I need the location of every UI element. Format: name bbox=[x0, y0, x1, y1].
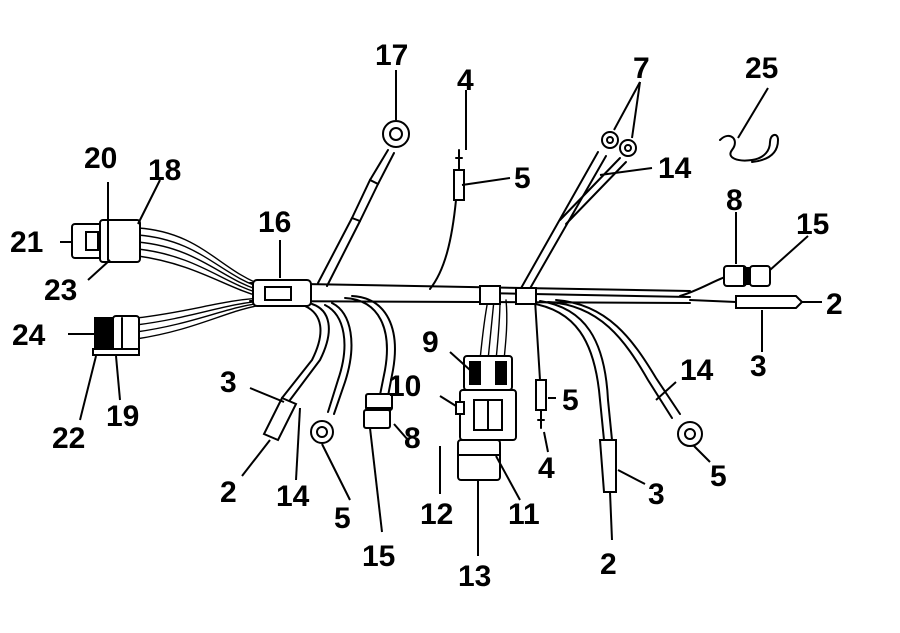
callout-2-left: 2 bbox=[220, 476, 237, 509]
connector-upper-left bbox=[71, 219, 141, 263]
callout-9: 9 bbox=[422, 326, 439, 359]
callout-4-lower: 4 bbox=[538, 452, 555, 485]
callout-10: 10 bbox=[388, 370, 421, 403]
callout-16: 16 bbox=[258, 206, 291, 239]
callout-5-right: 5 bbox=[710, 460, 727, 493]
junction-block bbox=[252, 279, 312, 307]
plug-connector-lower bbox=[344, 295, 396, 429]
callout-14-lower: 14 bbox=[276, 480, 310, 513]
callout-22: 22 bbox=[52, 422, 85, 455]
dual-ring-terminals bbox=[519, 131, 637, 293]
callout-18: 18 bbox=[148, 154, 181, 187]
callout-15-right: 15 bbox=[796, 208, 829, 241]
left-connector-wires bbox=[135, 227, 263, 340]
callout-4-top: 4 bbox=[457, 64, 474, 97]
callout-13: 13 bbox=[458, 560, 491, 593]
callout-5-mid: 5 bbox=[562, 384, 579, 417]
callout-5-lower: 5 bbox=[334, 502, 351, 535]
sleeve-terminal-left bbox=[262, 303, 330, 442]
callout-2-right: 2 bbox=[826, 288, 843, 321]
callout-3-left: 3 bbox=[220, 366, 237, 399]
callout-11: 11 bbox=[508, 498, 540, 531]
clip-part bbox=[719, 134, 779, 163]
callout-labels: 17 4 5 7 25 14 20 18 16 8 15 21 23 2 24 … bbox=[10, 39, 843, 593]
callout-21: 21 bbox=[10, 226, 43, 259]
callout-12: 12 bbox=[420, 498, 453, 531]
callout-14-top: 14 bbox=[658, 152, 692, 185]
ring-terminal-lower-right bbox=[547, 299, 703, 447]
connector-lower-left bbox=[92, 315, 140, 356]
callout-20: 20 bbox=[84, 142, 117, 175]
callout-14-right: 14 bbox=[680, 354, 714, 387]
ring-terminal-upper bbox=[317, 120, 410, 287]
ring-terminal-lower-left bbox=[310, 302, 353, 444]
callout-3-lower: 3 bbox=[648, 478, 665, 511]
right-plug-connector bbox=[679, 265, 804, 309]
callout-24: 24 bbox=[12, 319, 46, 352]
callout-17: 17 bbox=[375, 39, 408, 72]
callout-8-right: 8 bbox=[726, 184, 743, 217]
callout-8-lower: 8 bbox=[404, 422, 421, 455]
callout-2-bottom: 2 bbox=[600, 548, 617, 581]
center-connector-assembly bbox=[455, 299, 517, 481]
main-harness-trunk bbox=[249, 282, 691, 304]
sleeve-terminal-lower bbox=[529, 300, 617, 493]
callout-3-right: 3 bbox=[750, 350, 767, 383]
callout-23: 23 bbox=[44, 274, 77, 307]
trunk-band-center bbox=[479, 285, 537, 305]
callout-25: 25 bbox=[745, 52, 778, 85]
callout-5-top: 5 bbox=[514, 162, 531, 195]
pin-terminal-lower bbox=[534, 299, 547, 429]
callout-15-lower: 15 bbox=[362, 540, 395, 573]
callout-19: 19 bbox=[106, 400, 139, 433]
callout-7: 7 bbox=[633, 52, 650, 85]
leader-lines bbox=[60, 70, 822, 556]
pin-terminal-upper bbox=[429, 149, 465, 290]
